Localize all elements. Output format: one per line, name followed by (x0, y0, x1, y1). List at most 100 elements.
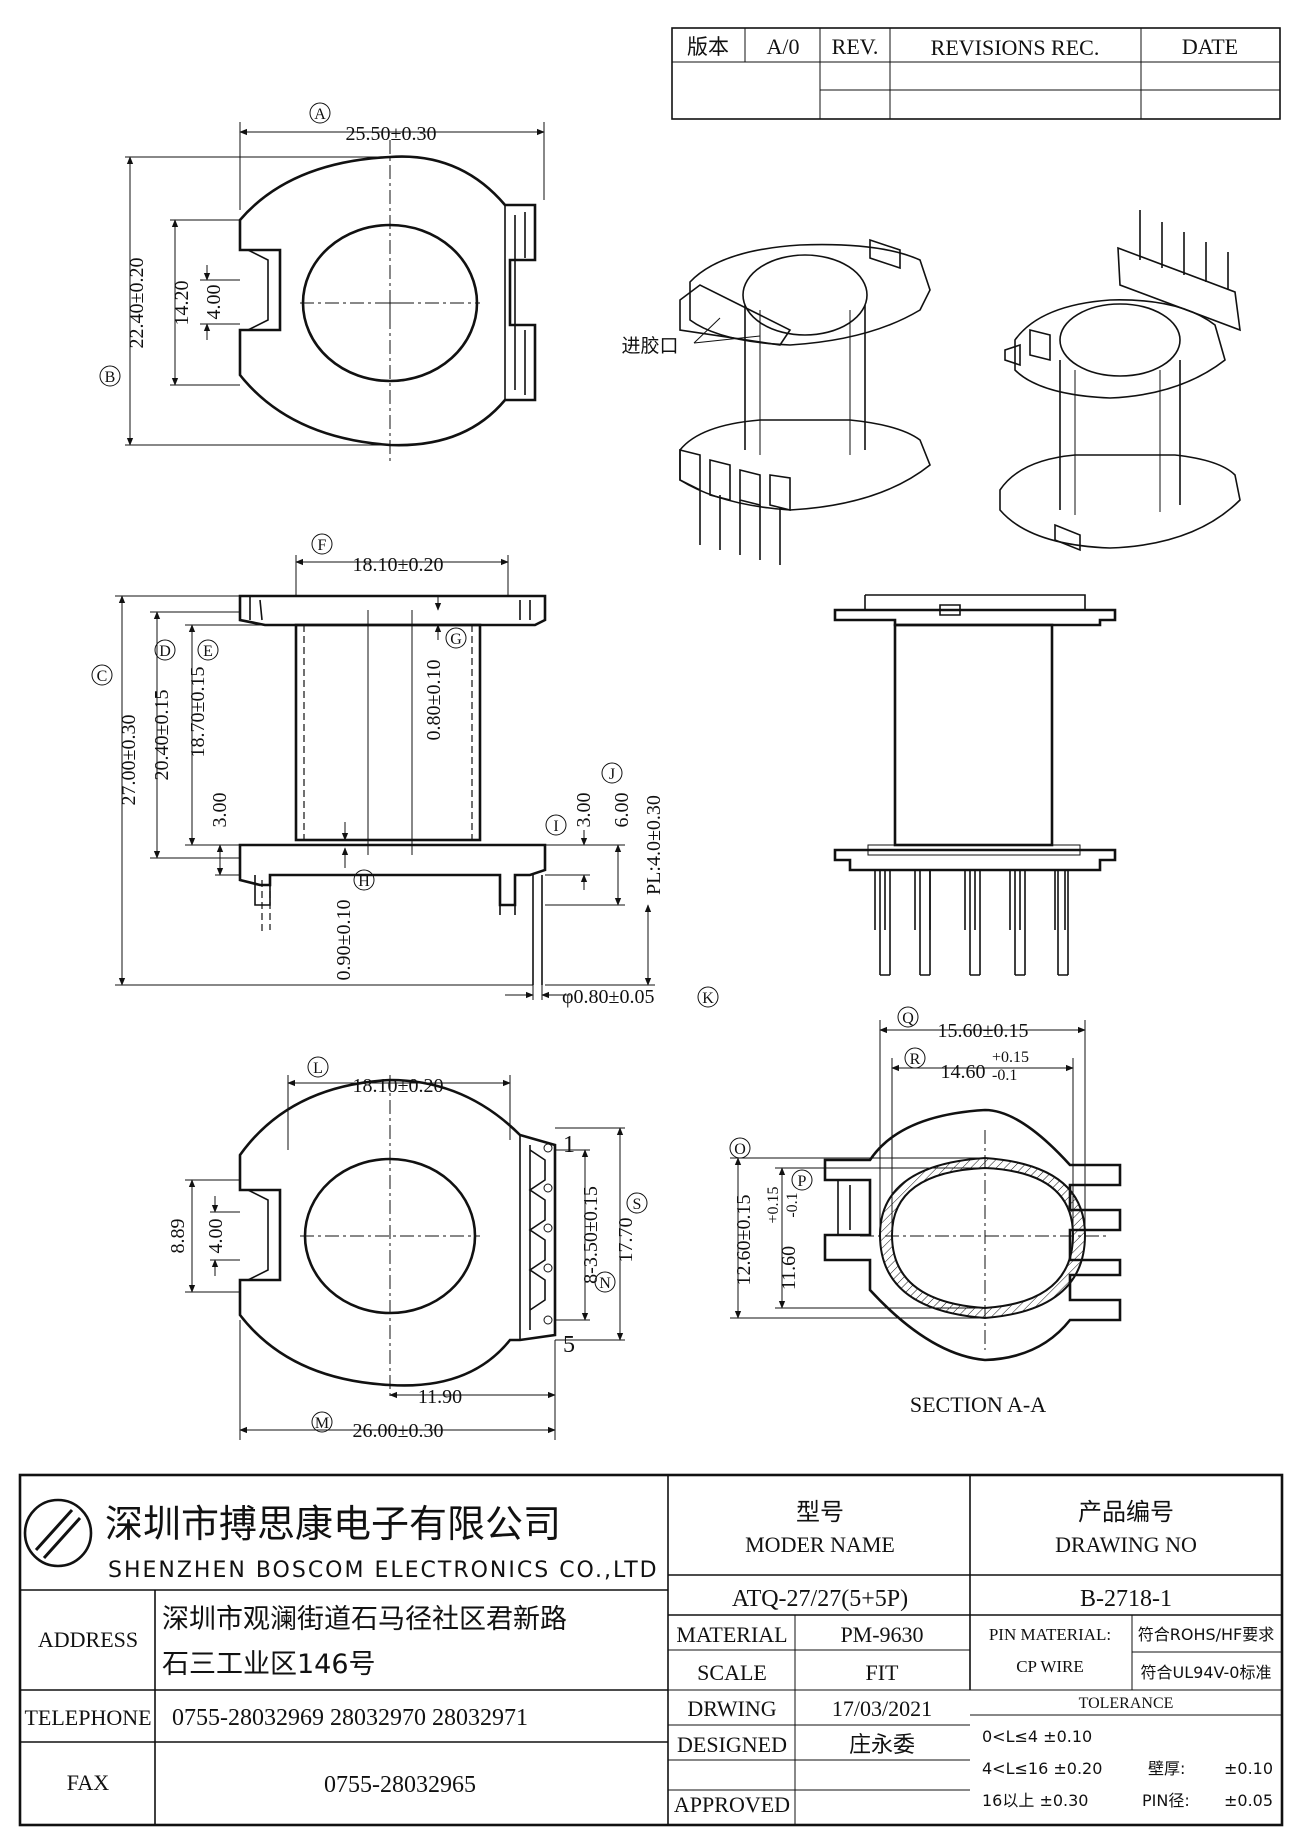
dim-callout-s: S (633, 1196, 642, 1213)
dim-e-value: 18.70±0.15 (187, 667, 209, 758)
company-name-en: SHENZHEN BOSCOM ELECTRONICS CO.,LTD (108, 1558, 659, 1583)
dim-l-value: 18.10±0.20 (353, 1075, 444, 1097)
dim-left-3-00: 3.00 (209, 793, 231, 828)
dim-p-value: 11.60 (778, 1246, 800, 1290)
date-label: DATE (1182, 34, 1238, 59)
dim-callout-e: E (203, 643, 213, 660)
model-label-en: MODER NAME (745, 1532, 895, 1557)
dim-14-20: 14.20 (171, 281, 193, 326)
dim-q-value: 15.60±0.15 (938, 1020, 1029, 1042)
rev-label: REV. (832, 34, 879, 59)
address-label: ADDRESS (38, 1627, 138, 1652)
designed-label: DESIGNED (677, 1732, 787, 1757)
front-view: F 18.10±0.20 27.00±0.30 C 20.40±0.15 D 1… (91, 533, 719, 1008)
model-value: ATQ-27/27(5+5P) (732, 1586, 908, 1612)
dim-i-value: 3.00 (573, 793, 595, 828)
version-value: A/0 (767, 34, 800, 59)
side-view (833, 594, 1117, 976)
isometric-view-1: 进胶口 (621, 238, 931, 565)
scale-value: FIT (866, 1660, 900, 1685)
tolerance-row-3: 16以上 ±0.30 (982, 1791, 1088, 1810)
dim-r-tol-dn: -0.1 (992, 1067, 1017, 1084)
model-label-cn: 型号 (796, 1498, 844, 1526)
dim-callout-b: B (105, 369, 116, 386)
revisions-rec-label: REVISIONS REC. (931, 35, 1100, 60)
isometric-view-2 (999, 210, 1241, 552)
telephone-label: TELEPHONE (24, 1705, 151, 1730)
ul-note: 符合UL94V-0标准 (1141, 1663, 1272, 1682)
drawing-date-label: DRWING (687, 1696, 776, 1721)
gate-label: 进胶口 (621, 335, 678, 357)
wall-label: 壁厚: (1148, 1759, 1185, 1778)
dim-p-tol-dn: -0.1 (784, 1192, 801, 1217)
pin5-label: 5 (563, 1332, 575, 1358)
dim-11-90: 11.90 (418, 1386, 462, 1408)
dim-s-value: 17.70 (615, 1218, 637, 1263)
section-view: Q 15.60±0.15 R 14.60 +0.15 -0.1 12.60±0.… (729, 1006, 1122, 1417)
revision-table: 版本 A/0 REV. REVISIONS REC. DATE (671, 27, 1281, 120)
drawing-date-value: 17/03/2021 (832, 1696, 932, 1721)
material-label: MATERIAL (676, 1622, 787, 1647)
dim-r-value: 14.60 (941, 1061, 986, 1083)
dim-callout-c: C (97, 668, 108, 685)
dim-f-value: 18.10±0.20 (353, 554, 444, 576)
dim-callout-o: O (734, 1141, 746, 1158)
drawing-no-label-en: DRAWING NO (1055, 1532, 1197, 1557)
pin-material-value: CP WIRE (1016, 1657, 1084, 1676)
dim-k-value: φ0.80±0.05 (562, 986, 655, 1008)
dim-p-tol-up: +0.15 (765, 1186, 782, 1223)
pin-dia-label: PIN径: (1142, 1791, 1190, 1810)
dim-g-value: 0.80±0.10 (423, 660, 445, 741)
dim-callout-k: K (702, 990, 714, 1007)
dim-callout-j: J (609, 766, 615, 783)
dim-b-value: 22.40±0.20 (126, 258, 148, 349)
approved-label: APPROVED (674, 1792, 790, 1817)
dim-8-89: 8.89 (167, 1219, 189, 1254)
tolerance-row-2: 4<L≤16 ±0.20 (982, 1759, 1102, 1778)
address-line2: 石三工业区146号 (162, 1649, 376, 1680)
dim-o-value: 12.60±0.15 (733, 1195, 755, 1286)
drawing-no-label-cn: 产品编号 (1078, 1498, 1174, 1526)
pin-dia-value: ±0.05 (1224, 1791, 1273, 1810)
dim-c-value: 27.00±0.30 (118, 715, 140, 806)
dim-callout-i: I (553, 818, 558, 835)
dim-callout-d: D (159, 643, 171, 660)
designed-value: 庄永委 (849, 1733, 915, 1758)
fax-value: 0755-28032965 (324, 1772, 476, 1798)
company-name-cn: 深圳市搏思康电子有限公司 (105, 1502, 561, 1546)
telephone-value: 0755-28032969 28032970 28032971 (172, 1705, 528, 1731)
tolerance-label: TOLERANCE (1079, 1695, 1174, 1712)
dim-r-tol-up: +0.15 (992, 1049, 1029, 1066)
scale-label: SCALE (697, 1660, 767, 1685)
tolerance-row-1: 0<L≤4 ±0.10 (982, 1727, 1092, 1746)
dim-callout-h: H (358, 873, 370, 890)
dim-a-value: 25.50±0.30 (346, 123, 437, 145)
fax-label: FAX (67, 1770, 109, 1795)
dim-callout-n: N (599, 1275, 611, 1292)
pin1-label: 1 (563, 1132, 575, 1158)
version-label: 版本 (687, 35, 729, 59)
dim-4-00: 4.00 (203, 285, 225, 320)
material-value: PM-9630 (840, 1622, 923, 1647)
section-caption: SECTION A-A (910, 1392, 1046, 1417)
pin-material-label: PIN MATERIAL: (989, 1625, 1111, 1644)
dim-h-value: 0.90±0.10 (333, 900, 355, 981)
dim-4-00-bottom: 4.00 (205, 1219, 227, 1254)
title-block: 深圳市搏思康电子有限公司 SHENZHEN BOSCOM ELECTRONICS… (18, 1473, 1284, 1827)
bottom-view: L 18.10±0.20 M 26.00±0.30 11.90 8.89 4.0… (167, 1056, 648, 1442)
dim-callout-m: M (315, 1415, 329, 1432)
dim-j-value: 6.00 (611, 793, 633, 828)
dim-d-value: 20.40±0.15 (151, 690, 173, 781)
wall-value: ±0.10 (1224, 1759, 1273, 1778)
dim-callout-g: G (450, 631, 462, 648)
dim-callout-f: F (318, 537, 327, 554)
address-line1: 深圳市观澜街道石马径社区君新路 (162, 1604, 567, 1635)
drawing-no-value: B-2718-1 (1080, 1586, 1172, 1612)
dim-callout-a: A (314, 106, 326, 123)
dim-callout-q: Q (902, 1010, 914, 1027)
company-logo (23, 1498, 93, 1568)
dim-callout-p: P (798, 1173, 807, 1190)
dim-n-value: 8-3.50±0.15 (580, 1186, 602, 1284)
